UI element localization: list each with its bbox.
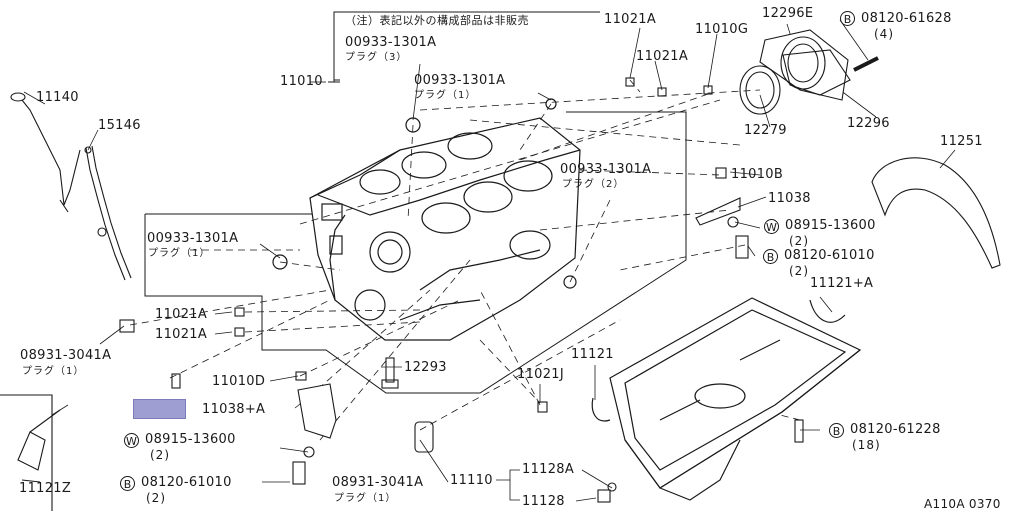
part-label-11010[interactable]: 11010 <box>280 74 323 89</box>
part-label-drain-plug-center[interactable]: 08931-3041A <box>332 475 424 490</box>
part-label-11010g[interactable]: 11010G <box>695 22 749 37</box>
part-label-11038[interactable]: 11038 <box>768 191 811 206</box>
part-label-08120-61228[interactable]: 08120-61228 <box>850 422 941 437</box>
part-sub-plug-4: プラグ（1） <box>148 248 211 259</box>
part-label-15146[interactable]: 15146 <box>98 118 141 133</box>
callout-frame-11010 <box>144 11 687 394</box>
part-label-12296e[interactable]: 12296E <box>762 6 814 21</box>
part-label-plug-2[interactable]: 00933-1301A <box>414 73 506 88</box>
dipstick <box>10 92 81 213</box>
part-label-08915-13600-left[interactable]: 08915-13600 <box>145 432 236 447</box>
diagram-code: A110A 0370 <box>924 497 1001 511</box>
washer-symbol-right: W <box>764 219 779 234</box>
note-text: （注）表記以外の構成部品は非販売 <box>345 14 529 27</box>
part-label-12293[interactable]: 12293 <box>404 360 447 375</box>
part-label-12296[interactable]: 12296 <box>847 116 890 131</box>
part-sub-plug-1: プラグ（3） <box>345 52 408 63</box>
part-label-plug-1[interactable]: 00933-1301A <box>345 35 437 50</box>
part-label-plug-3[interactable]: 00933-1301A <box>560 162 652 177</box>
cylinder-block <box>272 98 581 341</box>
rear-oil-seal-parts <box>739 29 879 115</box>
part-label-08915-13600-right[interactable]: 08915-13600 <box>785 218 876 233</box>
part-label-11021a-1[interactable]: 11021A <box>604 12 657 27</box>
oil-pan <box>609 297 862 501</box>
part-label-11021a-4[interactable]: 11021A <box>155 327 208 342</box>
rear-plate <box>871 157 1001 269</box>
part-label-11121a[interactable]: 11121+A <box>810 276 874 291</box>
qty-08120-61628: (4) <box>874 27 894 41</box>
part-label-11128[interactable]: 11128 <box>522 494 565 509</box>
part-label-11128a[interactable]: 11128A <box>522 462 575 477</box>
part-sub-drain-plug-left: プラグ（1） <box>22 366 85 377</box>
part-label-12279[interactable]: 12279 <box>744 123 787 138</box>
part-sub-plug-2: プラグ（1） <box>414 90 477 101</box>
bolt-symbol-61010-right: B <box>763 249 778 264</box>
part-label-11010d[interactable]: 11010D <box>212 374 266 389</box>
part-sub-plug-3: プラグ（2） <box>562 179 625 190</box>
part-label-11121z[interactable]: 11121Z <box>19 481 72 496</box>
leader-lines <box>23 19 956 502</box>
part-label-11121[interactable]: 11121 <box>571 347 614 362</box>
qty-08120-61010-left: (2) <box>146 491 166 505</box>
highlight-marker <box>133 399 186 419</box>
part-label-11021j[interactable]: 11021J <box>517 367 564 382</box>
part-label-11140[interactable]: 11140 <box>36 90 79 105</box>
bolt-symbol-61010-left: B <box>120 476 135 491</box>
sealant-tube <box>0 394 61 511</box>
qty-08120-61228: (18) <box>852 438 881 452</box>
part-label-08120-61628[interactable]: 08120-61628 <box>861 11 952 26</box>
part-label-11021a-3[interactable]: 11021A <box>155 307 208 322</box>
qty-08120-61010-right: (2) <box>789 264 809 278</box>
dipstick-guide <box>84 145 132 281</box>
bolt-symbol-61628: B <box>840 11 855 26</box>
part-label-11038a[interactable]: 11038+A <box>202 402 266 417</box>
part-label-plug-4[interactable]: 00933-1301A <box>147 231 239 246</box>
qty-08915-13600-right: (2) <box>789 234 809 248</box>
part-label-08120-61010-left[interactable]: 08120-61010 <box>141 475 232 490</box>
part-label-08120-61010-right[interactable]: 08120-61010 <box>784 248 875 263</box>
washer-symbol-left: W <box>124 433 139 448</box>
bolt-symbol-61228: B <box>829 423 844 438</box>
part-label-11021a-2[interactable]: 11021A <box>636 49 689 64</box>
part-label-drain-plug-left[interactable]: 08931-3041A <box>20 348 112 363</box>
small-fasteners <box>119 77 846 503</box>
part-sub-drain-plug-center: プラグ（1） <box>334 493 397 504</box>
part-label-11110[interactable]: 11110 <box>450 473 493 488</box>
part-label-11010b[interactable]: 11010B <box>731 167 784 182</box>
part-label-11251[interactable]: 11251 <box>940 134 983 149</box>
qty-08915-13600-left: (2) <box>150 448 170 462</box>
